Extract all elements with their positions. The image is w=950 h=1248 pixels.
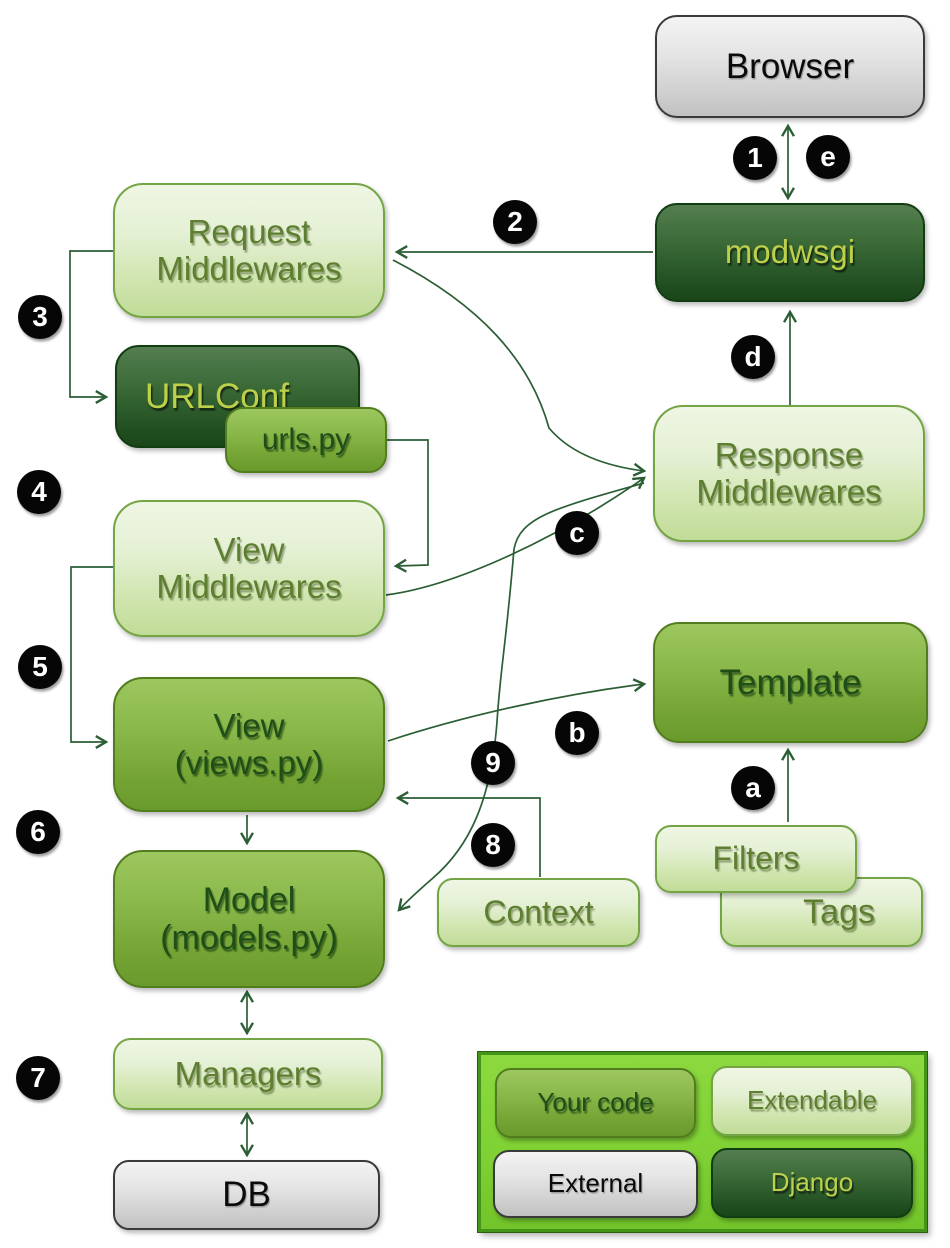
legend-external-label: External [547,1168,644,1199]
node-managers-label: Managers [174,1054,322,1092]
node-urls-py: urls.py [225,407,387,473]
node-view-label: View (views.py) [174,706,324,781]
legend-item-external: External [493,1150,698,1218]
step-badge-5: 5 [18,645,62,689]
step-badge-4: 4 [17,470,61,514]
step-badge-8: 8 [471,823,515,867]
step-badge-2: 2 [493,200,537,244]
step-badge-9: 9 [471,741,515,785]
node-context: Context [437,878,640,947]
node-filters-label: Filters [712,840,800,877]
node-modwsgi-label: modwsgi [724,233,856,271]
edge-responsemw-model [397,482,645,912]
legend-item-your-code: Your code [495,1068,696,1138]
edge-requestmw-responsemw [392,259,647,477]
node-request-middlewares-label: Request Middlewares [156,212,342,287]
legend-your-code-label: Your code [537,1087,654,1118]
node-db: DB [113,1160,380,1230]
edge-viewmw-responsemw [385,476,646,596]
node-view: View (views.py) [113,677,385,812]
step-badge-d: d [731,335,775,379]
edge-viewmw-view [70,566,113,749]
node-view-middlewares: View Middlewares [113,500,385,637]
legend-extendable-label: Extendable [746,1085,878,1116]
node-template: Template [653,622,928,743]
step-badge-b: b [555,711,599,755]
node-response-middlewares: Response Middlewares [653,405,925,542]
node-view-middlewares-label: View Middlewares [156,530,342,605]
legend-item-django: Django [711,1148,913,1218]
node-db-label: DB [222,1175,271,1215]
node-request-middlewares: Request Middlewares [113,183,385,318]
legend-item-extendable: Extendable [711,1066,913,1136]
step-badge-a: a [731,766,775,810]
edge-view-template [387,678,647,742]
step-badge-1: 1 [733,136,777,180]
edge-context-view [395,791,541,877]
node-model-label: Model (models.py) [160,880,338,957]
step-badge-3: 3 [18,295,62,339]
legend-django-label: Django [770,1167,854,1198]
step-badge-7: 7 [16,1056,60,1100]
legend: Your code Extendable External Django [478,1052,927,1232]
step-badge-e: e [806,135,850,179]
node-filters: Filters [655,825,857,893]
node-modwsgi: modwsgi [655,203,925,302]
node-response-middlewares-label: Response Middlewares [696,435,882,510]
edge-urlspy-viewmw [387,439,429,573]
node-browser: Browser [655,15,925,118]
node-browser-label: Browser [725,46,855,86]
node-model: Model (models.py) [113,850,385,988]
node-urls-py-label: urls.py [261,423,351,457]
edge-requestmw-urlconf [69,250,113,404]
node-template-label: Template [719,662,862,702]
node-context-label: Context [483,893,594,930]
step-badge-6: 6 [16,810,60,854]
node-managers: Managers [113,1038,383,1110]
node-tags-label: Tags [803,892,875,931]
step-badge-c: c [555,511,599,555]
